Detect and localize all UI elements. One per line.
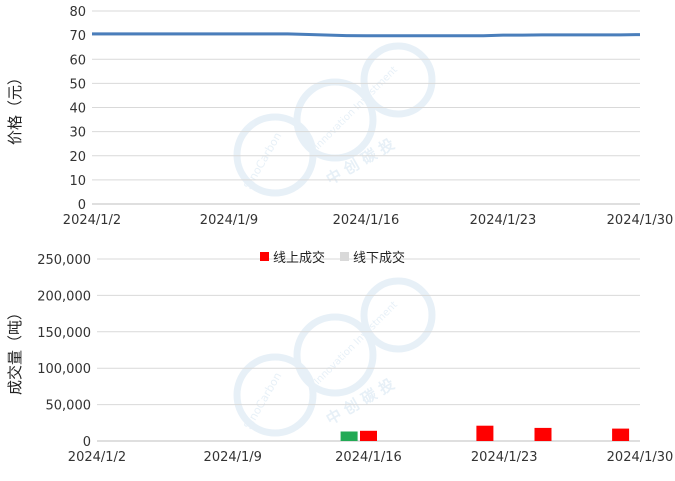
- x-tick-label: 2024/1/2: [68, 450, 126, 465]
- watermark-logo: SinoCarbon Innovation Investment 中 创 碳 投: [233, 42, 436, 197]
- watermark-cn-text: 中 创 碳 投: [323, 135, 398, 188]
- y-tick-label: 20: [69, 150, 86, 165]
- y-tick-label: 50,000: [46, 399, 92, 414]
- watermark-brand-text: SinoCarbon: [241, 370, 284, 431]
- y-tick-label: 250,000: [37, 253, 91, 268]
- x-tick-label: 2024/1/16: [333, 213, 400, 228]
- legend-swatch: [260, 252, 269, 261]
- price-line-chart: 0 10 20 30 40 50 60 70 80 2024/1/2 2024/1/9 2024/1/…: [6, 5, 673, 228]
- y-axis-title: 价格（元）: [6, 70, 24, 145]
- x-tick-label: 2024/1/16: [335, 450, 402, 465]
- x-tick-label: 2024/1/30: [607, 450, 674, 465]
- y-tick-label: 40: [69, 102, 86, 117]
- y-tick-label: 0: [78, 198, 86, 213]
- price-series-line: [92, 32, 641, 38]
- x-tick-label: 2024/1/9: [204, 450, 262, 465]
- volume-bar: [534, 427, 552, 441]
- watermark-logo: SinoCarbon Innovation Investment 中 创 碳 投: [233, 277, 436, 437]
- volume-bar-chart: 0 50,000 100,000 150,000 200,000 250,000 2024/…: [6, 250, 673, 465]
- y-tick-label: 70: [69, 29, 86, 44]
- volume-bar: [360, 430, 377, 441]
- watermark-brand-text: SinoCarbon: [241, 130, 284, 191]
- x-tick-label: 2024/1/30: [607, 213, 674, 228]
- watermark-tagline-text: Innovation Investment: [312, 300, 400, 388]
- y-tick-label: 30: [69, 126, 86, 141]
- legend-label: 线上成交: [273, 250, 325, 266]
- y-tick-label: 10: [69, 174, 86, 189]
- x-tick-label: 2024/1/2: [63, 213, 121, 228]
- y-tick-label: 0: [83, 435, 91, 450]
- x-tick-label: 2024/1/23: [470, 213, 537, 228]
- y-axis-title: 成交量（吨）: [6, 305, 24, 395]
- y-tick-label: 60: [69, 53, 86, 68]
- volume-bar: [340, 431, 358, 441]
- legend-swatch: [340, 252, 349, 261]
- x-tick-label: 2024/1/9: [200, 213, 258, 228]
- y-tick-label: 150,000: [37, 326, 91, 341]
- volume-bar: [476, 425, 494, 441]
- x-tick-label: 2024/1/23: [471, 450, 538, 465]
- legend-label: 线下成交: [353, 250, 405, 266]
- y-tick-label: 80: [69, 5, 86, 20]
- y-tick-label: 200,000: [37, 289, 91, 304]
- y-tick-label: 100,000: [37, 362, 91, 377]
- volume-bar: [612, 428, 630, 441]
- y-tick-label: 50: [69, 77, 86, 92]
